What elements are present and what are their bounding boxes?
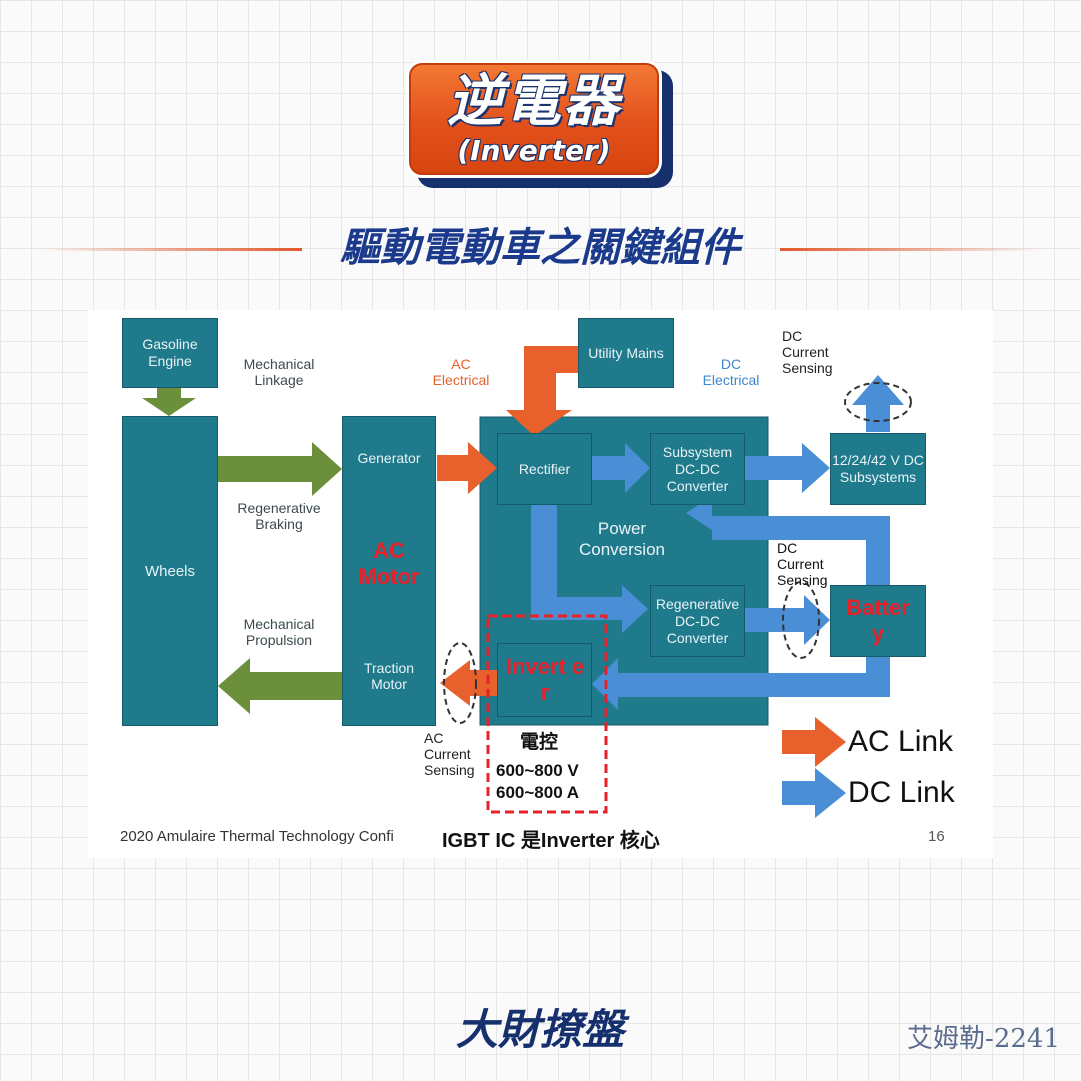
ac-motor-label: AC Motor (358, 538, 420, 589)
subsystem-converter-box: Subsystem DC-DC Converter (650, 433, 745, 505)
green-arrow-mech-propulsion (218, 658, 342, 714)
battery-label: Batter y (846, 595, 910, 646)
blue-arrow-battery-inverter (592, 656, 890, 710)
utility-mains-box: Utility Mains (578, 318, 674, 388)
generator-label: Generator (357, 450, 421, 466)
blue-arrow-battery-subsystem (686, 496, 890, 585)
green-arrow-engine-down (142, 388, 196, 416)
sensing-ellipse-dc-top (844, 382, 912, 422)
traction-motor-label: Traction Motor (363, 660, 415, 692)
signature: 艾姆勒-2241 (907, 1024, 1060, 1054)
green-arrow-regen-braking (218, 442, 342, 496)
blue-arrow-subsystem-dc (745, 443, 830, 493)
ac-current-sensing-label: AC Current Sensing (424, 730, 475, 778)
gasoline-engine-box: Gasoline Engine (122, 318, 218, 388)
dc-electrical-label: DC Electrical (702, 356, 760, 388)
legend-ac-arrow (782, 717, 846, 767)
battery-box (830, 585, 926, 657)
orange-arrow-inverter-traction (440, 660, 497, 706)
slide-source: 2020 Amulaire Thermal Technology Confi (120, 828, 394, 845)
ac-motor-box (342, 416, 436, 726)
slide-page-number: 16 (928, 828, 945, 845)
legend-dc-link: DC Link (848, 776, 955, 809)
sensing-ellipse-dc-mid (782, 581, 820, 659)
current-spec: 600~800 A (496, 783, 580, 802)
blue-arrow-dc-up (852, 375, 904, 432)
title-sub: (Inverter) (457, 134, 611, 167)
power-conversion-label: Power Conversion (579, 519, 665, 559)
title-badge (406, 60, 662, 178)
title-main: 逆電器 (447, 69, 621, 134)
regen-converter-box: Regenerative DC-DC Converter (650, 585, 745, 657)
regenerative-braking-label: Regenerative Braking (237, 500, 321, 532)
blue-arrow-rectifier-subsystem (592, 443, 650, 493)
rectifier-box: Rectifier (497, 433, 592, 505)
dc-current-sensing-top-label: DC Current Sensing (782, 328, 833, 376)
inverter-box (497, 643, 592, 717)
dc-current-sensing-mid-label: DC Current Sensing (777, 540, 828, 588)
subtitle: 驅動電動車之關鍵組件 (340, 225, 740, 271)
legend-ac-link: AC Link (848, 725, 954, 758)
control-label: 電控 (520, 732, 559, 753)
legend-dc-arrow (782, 768, 846, 818)
mechanical-propulsion-label: Mechanical Propulsion (243, 616, 315, 648)
subtitle-rule-left (40, 248, 302, 251)
inverter-highlight (486, 614, 608, 814)
blue-arrow-rectifier-regen (531, 505, 648, 633)
sensing-ellipse-ac (443, 642, 477, 724)
ac-electrical-label: AC Electrical (432, 356, 490, 388)
blue-arrow-regen-battery (745, 595, 830, 645)
wheels-box: Wheels (122, 416, 218, 726)
inverter-label: Invert er (505, 654, 585, 705)
orange-arrow-utility (506, 346, 578, 436)
slide-caption: IGBT IC 是Inverter 核心 (442, 830, 660, 852)
voltage-spec: 600~800 V (496, 761, 579, 780)
subtitle-rule-right (780, 248, 1042, 251)
brand-logo: 大財撩盤 (455, 1005, 624, 1054)
mechanical-linkage-label: Mechanical Linkage (243, 356, 315, 388)
subsystems-box: 12/24/42 V DC Subsystems (830, 433, 926, 505)
orange-arrow-generator-rectifier (437, 442, 497, 494)
